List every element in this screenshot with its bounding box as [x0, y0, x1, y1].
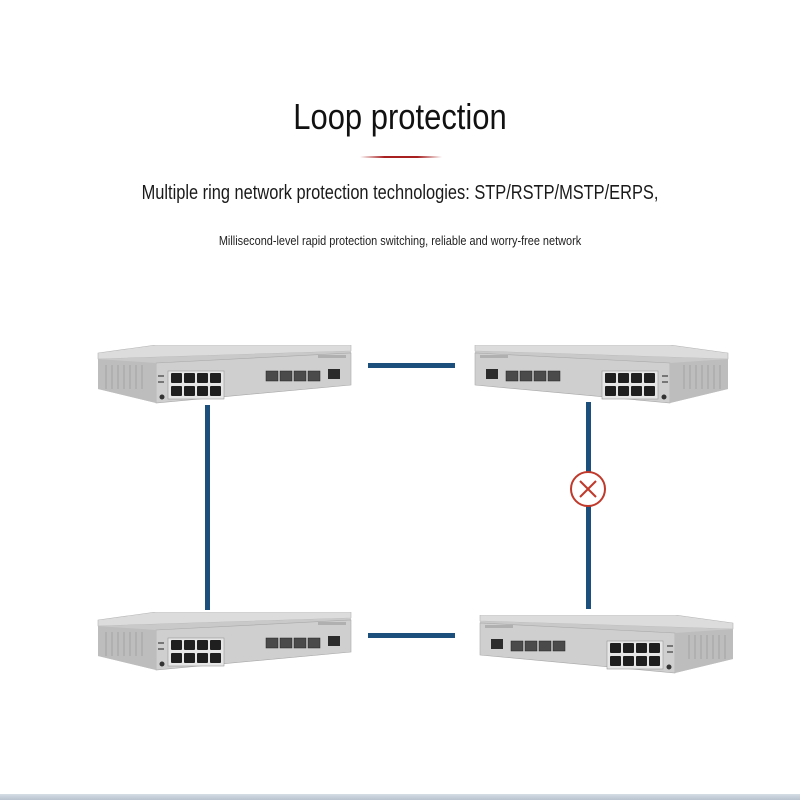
- blocked-x-icon: [568, 469, 608, 509]
- network-switch-icon: [479, 615, 734, 674]
- network-switch-icon: [97, 612, 352, 671]
- network-switch-icon: [97, 345, 352, 404]
- network-switch-icon: [474, 345, 729, 404]
- switch-top-left: [96, 345, 356, 407]
- switch-bottom-right: [475, 615, 735, 677]
- link-top: [368, 363, 455, 368]
- footer-strip: [0, 794, 800, 800]
- page-caption: Millisecond-level rapid protection switc…: [218, 233, 582, 248]
- page-title: Loop protection: [293, 96, 507, 137]
- title-underline: [360, 156, 442, 158]
- page-subtitle: Multiple ring network protection technol…: [141, 182, 659, 204]
- switch-top-right: [470, 345, 730, 407]
- link-left: [205, 405, 210, 610]
- link-bottom: [368, 633, 455, 638]
- switch-bottom-left: [96, 612, 356, 674]
